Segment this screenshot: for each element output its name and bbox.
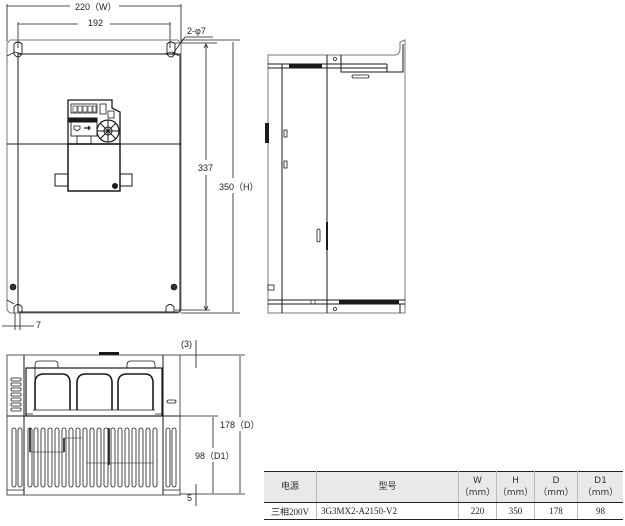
header-d1: D1 （mm） (577, 471, 623, 503)
header-d-label: D (552, 476, 560, 486)
header-d1-unit: （mm） (582, 488, 619, 498)
dim-height-label: 350（H） (219, 180, 259, 193)
dim-hole-pitch-label: 192 (86, 18, 106, 28)
header-h-label: H (512, 476, 519, 486)
cell-model: 3G3MX2-A2150-V2 (316, 502, 459, 520)
cell-h: 350 (496, 502, 535, 520)
spec-table: 电源 型号 W （mm） H （mm） D （mm） D1 （mm） 三相200… (264, 471, 623, 520)
side-view (265, 39, 406, 314)
header-h-unit: （mm） (497, 488, 534, 498)
dim-width-label: 220（W） (73, 0, 119, 13)
header-model: 型号 (316, 471, 459, 503)
cell-w: 220 (458, 502, 497, 520)
cell-d: 178 (534, 502, 578, 520)
cell-power: 三相200V (264, 502, 317, 520)
dim-hole-height-label: 337 (198, 163, 214, 173)
header-h: H （mm） (496, 471, 535, 503)
header-d1-label: D1 (594, 476, 607, 486)
front-view (2, 4, 240, 330)
spec-table-header: 电源 型号 W （mm） H （mm） D （mm） D1 （mm） (264, 471, 623, 503)
dim-bottom-gap-label: 5 (187, 493, 193, 503)
vent-slots (11, 427, 177, 488)
header-w-unit: （mm） (459, 488, 496, 498)
table-row: 三相200V 3G3MX2-A2150-V2 220 350 178 98 (264, 502, 623, 520)
header-d: D （mm） (534, 471, 578, 503)
bottom-view (6, 340, 245, 506)
header-d-unit: （mm） (538, 488, 574, 498)
dim-depth-label: 178（D） (220, 418, 260, 431)
dim-hole-label: 2-φ7 (187, 26, 206, 36)
dim-d1-label: 98（D1） (195, 449, 235, 462)
header-w-label: W (473, 476, 482, 486)
header-w: W （mm） (458, 471, 497, 503)
header-power: 电源 (264, 471, 317, 503)
dim-edge-offset-label: 7 (36, 320, 42, 330)
dim-top-gap-label: (3) (181, 339, 192, 349)
cell-d1: 98 (577, 502, 623, 520)
